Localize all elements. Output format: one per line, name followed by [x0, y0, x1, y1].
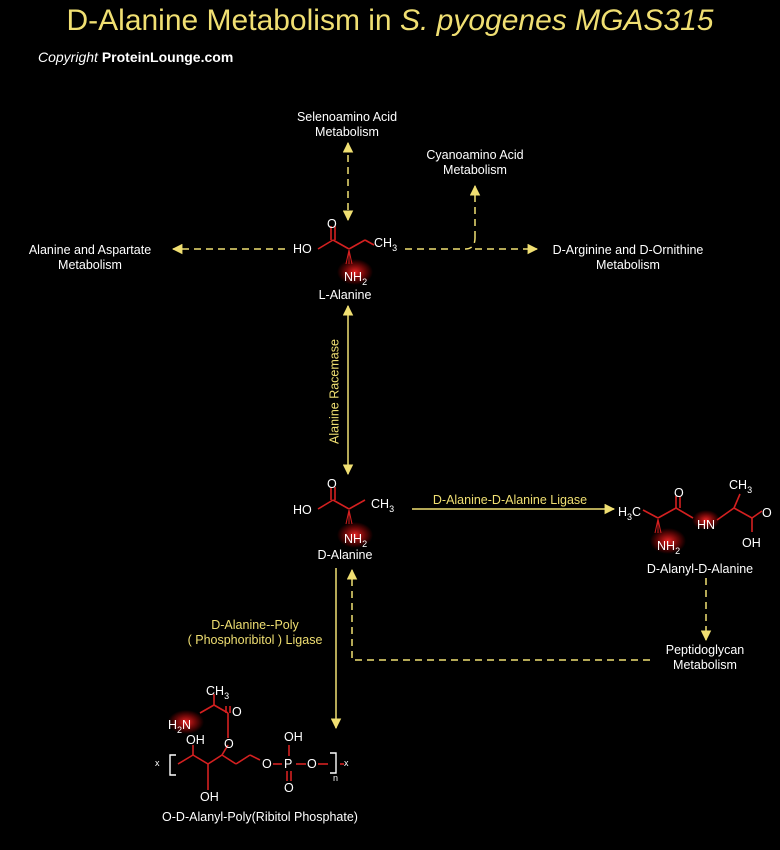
l-ala-ch3-label: CH3: [374, 236, 397, 253]
phosphate-o-label: O: [284, 781, 294, 795]
poly-o-right-label: O: [307, 757, 317, 771]
dipeptide-oh-label: OH: [742, 536, 761, 550]
d-alanyl-d-alanine-label[interactable]: D-Alanyl-D-Alanine: [646, 562, 754, 576]
arginine-ornithine-arrow: [405, 237, 476, 250]
l-alanine-label[interactable]: L-Alanine: [318, 288, 372, 302]
brand-name: ProteinLounge.com: [101, 49, 234, 65]
d-ala-nh2-label: NH2: [344, 532, 367, 549]
dipeptide-o-label: O: [674, 486, 684, 500]
polymer-close-bracket: [330, 752, 337, 774]
l-alanine-structure: [317, 226, 375, 265]
peptidoglycan-return-arrow: [346, 568, 650, 661]
phosphorus-label: P: [284, 757, 292, 771]
poly-h2n-label: H2N: [168, 718, 191, 735]
poly-ribitol-structure: [177, 694, 344, 790]
organism-name: S. pyogenes MGAS315: [399, 4, 714, 37]
poly-oh-upper-label: OH: [186, 733, 205, 747]
d-ala-o-label: O: [327, 477, 337, 491]
polymer-x-left: x: [155, 758, 160, 768]
l-ala-o-label: O: [327, 217, 337, 231]
dipeptide-ch3-label: CH3: [729, 478, 752, 495]
d-alanine-label[interactable]: D-Alanine: [317, 548, 373, 562]
phosphate-oh-label: OH: [284, 730, 303, 744]
o-d-alanyl-poly-label[interactable]: O-D-Alanyl-Poly(Ribitol Phosphate): [162, 810, 358, 824]
dipeptide-h3c-label: H3C: [618, 505, 641, 522]
l-ala-nh2-label: NH2: [344, 270, 367, 287]
d-ala-ch3-label: CH3: [371, 497, 394, 514]
dipeptide-hn-label: HN: [697, 518, 715, 532]
poly-phosphoribitol-ligase-label[interactable]: D-Alanine--Poly( Phosphoribitol ) Ligase: [187, 618, 323, 647]
poly-oh-lower-label: OH: [200, 790, 219, 804]
dipeptide-o2-label: O: [762, 506, 772, 520]
copyright-notice: Copyright ProteinLounge.com: [38, 49, 234, 65]
d-alanine-structure: [317, 487, 366, 525]
d-alanyl-d-alanine-structure: [642, 493, 763, 534]
polymer-open-bracket: [169, 754, 176, 776]
d-ala-d-ala-ligase-label[interactable]: D-Alanine-D-Alanine Ligase: [432, 493, 588, 507]
dipeptide-nh2-label: NH2: [657, 539, 680, 556]
d-ala-ho-label: HO: [293, 503, 312, 517]
poly-ester-link-o-label: O: [224, 737, 234, 751]
poly-o-left-label: O: [262, 757, 272, 771]
page-title: D-Alanine Metabolism in S. pyogenes MGAS…: [66, 4, 714, 37]
poly-ch3-label: CH3: [206, 684, 229, 701]
polymer-n-subscript: n: [333, 773, 338, 783]
poly-ester-o-label: O: [232, 705, 242, 719]
polymer-x-right: x: [344, 758, 349, 768]
l-ala-ho-label: HO: [293, 242, 312, 256]
